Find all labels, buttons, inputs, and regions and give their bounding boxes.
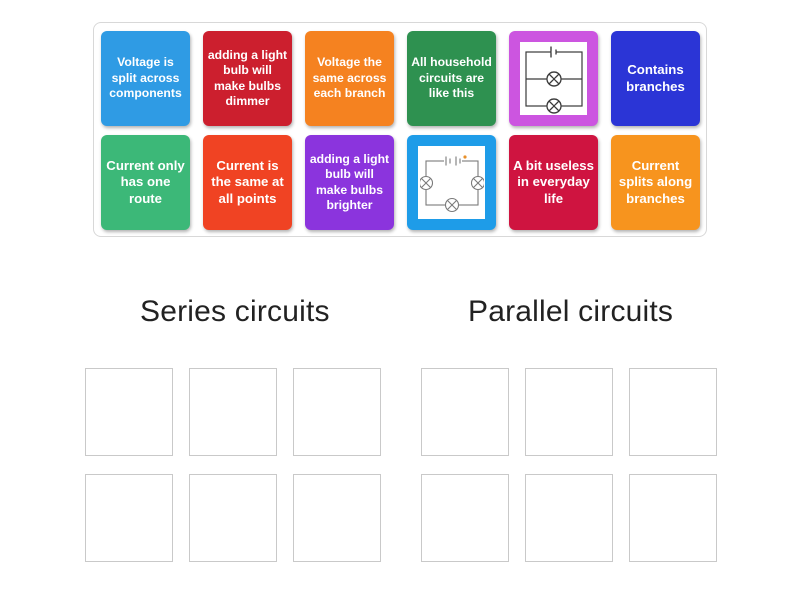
- answer-tile-current-same[interactable]: Current is the same at all points: [203, 135, 292, 230]
- picture-canvas: [520, 42, 587, 115]
- answer-tile-label: Voltage the same across each branch: [312, 55, 387, 101]
- answer-tile-label: Voltage is split across components: [109, 55, 182, 101]
- tile-bank-rows: Voltage is split across components addin…: [101, 31, 700, 230]
- group-heading-parallel: Parallel circuits: [468, 295, 674, 328]
- answer-tile-label: adding a light bulb will make bulbs dimm…: [207, 47, 288, 108]
- answer-tile-series-circuit-image[interactable]: [407, 135, 496, 230]
- group-heading-series: Series circuits: [140, 295, 330, 328]
- answer-tile-voltage-split[interactable]: Voltage is split across components: [101, 31, 190, 126]
- drop-slot[interactable]: [525, 474, 613, 562]
- answer-tile-useless-everyday[interactable]: A bit useless in everyday life: [509, 135, 598, 230]
- parallel-circuit-icon: [524, 46, 583, 114]
- picture-frame: [509, 31, 598, 126]
- answer-tile-bulbs-dimmer[interactable]: adding a light bulb will make bulbs dimm…: [203, 31, 292, 126]
- answer-tile-label: Contains branches: [626, 61, 685, 94]
- answer-tile-label: Current splits along branches: [618, 157, 693, 206]
- answer-tile-voltage-same-branch[interactable]: Voltage the same across each branch: [305, 31, 394, 126]
- answer-tile-one-route[interactable]: Current only has one route: [101, 135, 190, 230]
- drop-zone-series[interactable]: [85, 368, 381, 562]
- series-circuit-icon: [419, 154, 484, 212]
- terminal-marker-icon: [462, 154, 467, 159]
- drop-slot[interactable]: [85, 368, 173, 456]
- drop-slot[interactable]: [421, 474, 509, 562]
- drop-slot[interactable]: [189, 474, 277, 562]
- answer-tile-bulbs-brighter[interactable]: adding a light bulb will make bulbs brig…: [305, 135, 394, 230]
- answer-tile-label: A bit useless in everyday life: [513, 157, 594, 206]
- answer-tile-bank: Voltage is split across components addin…: [93, 22, 707, 237]
- drop-slot[interactable]: [293, 474, 381, 562]
- drop-slot[interactable]: [629, 368, 717, 456]
- answer-tile-label: adding a light bulb will make bulbs brig…: [309, 151, 390, 212]
- tile-row: Voltage is split across components addin…: [101, 31, 700, 126]
- drop-slot[interactable]: [421, 368, 509, 456]
- drop-slot[interactable]: [525, 368, 613, 456]
- drop-slot[interactable]: [629, 474, 717, 562]
- answer-tile-household-circuits[interactable]: All household circuits are like this: [407, 31, 496, 126]
- drop-slot[interactable]: [293, 368, 381, 456]
- answer-tile-label: All household circuits are like this: [411, 55, 492, 101]
- drop-slot[interactable]: [189, 368, 277, 456]
- tile-row: Current only has one route Current is th…: [101, 135, 700, 230]
- answer-tile-parallel-circuit-image[interactable]: [509, 31, 598, 126]
- picture-frame: [407, 135, 496, 230]
- picture-canvas: [418, 146, 485, 219]
- answer-tile-contains-branches[interactable]: Contains branches: [611, 31, 700, 126]
- answer-tile-label: Current only has one route: [106, 157, 185, 206]
- drop-slot[interactable]: [85, 474, 173, 562]
- answer-tile-current-splits[interactable]: Current splits along branches: [611, 135, 700, 230]
- drop-zone-parallel[interactable]: [421, 368, 717, 562]
- answer-tile-label: Current is the same at all points: [211, 157, 284, 206]
